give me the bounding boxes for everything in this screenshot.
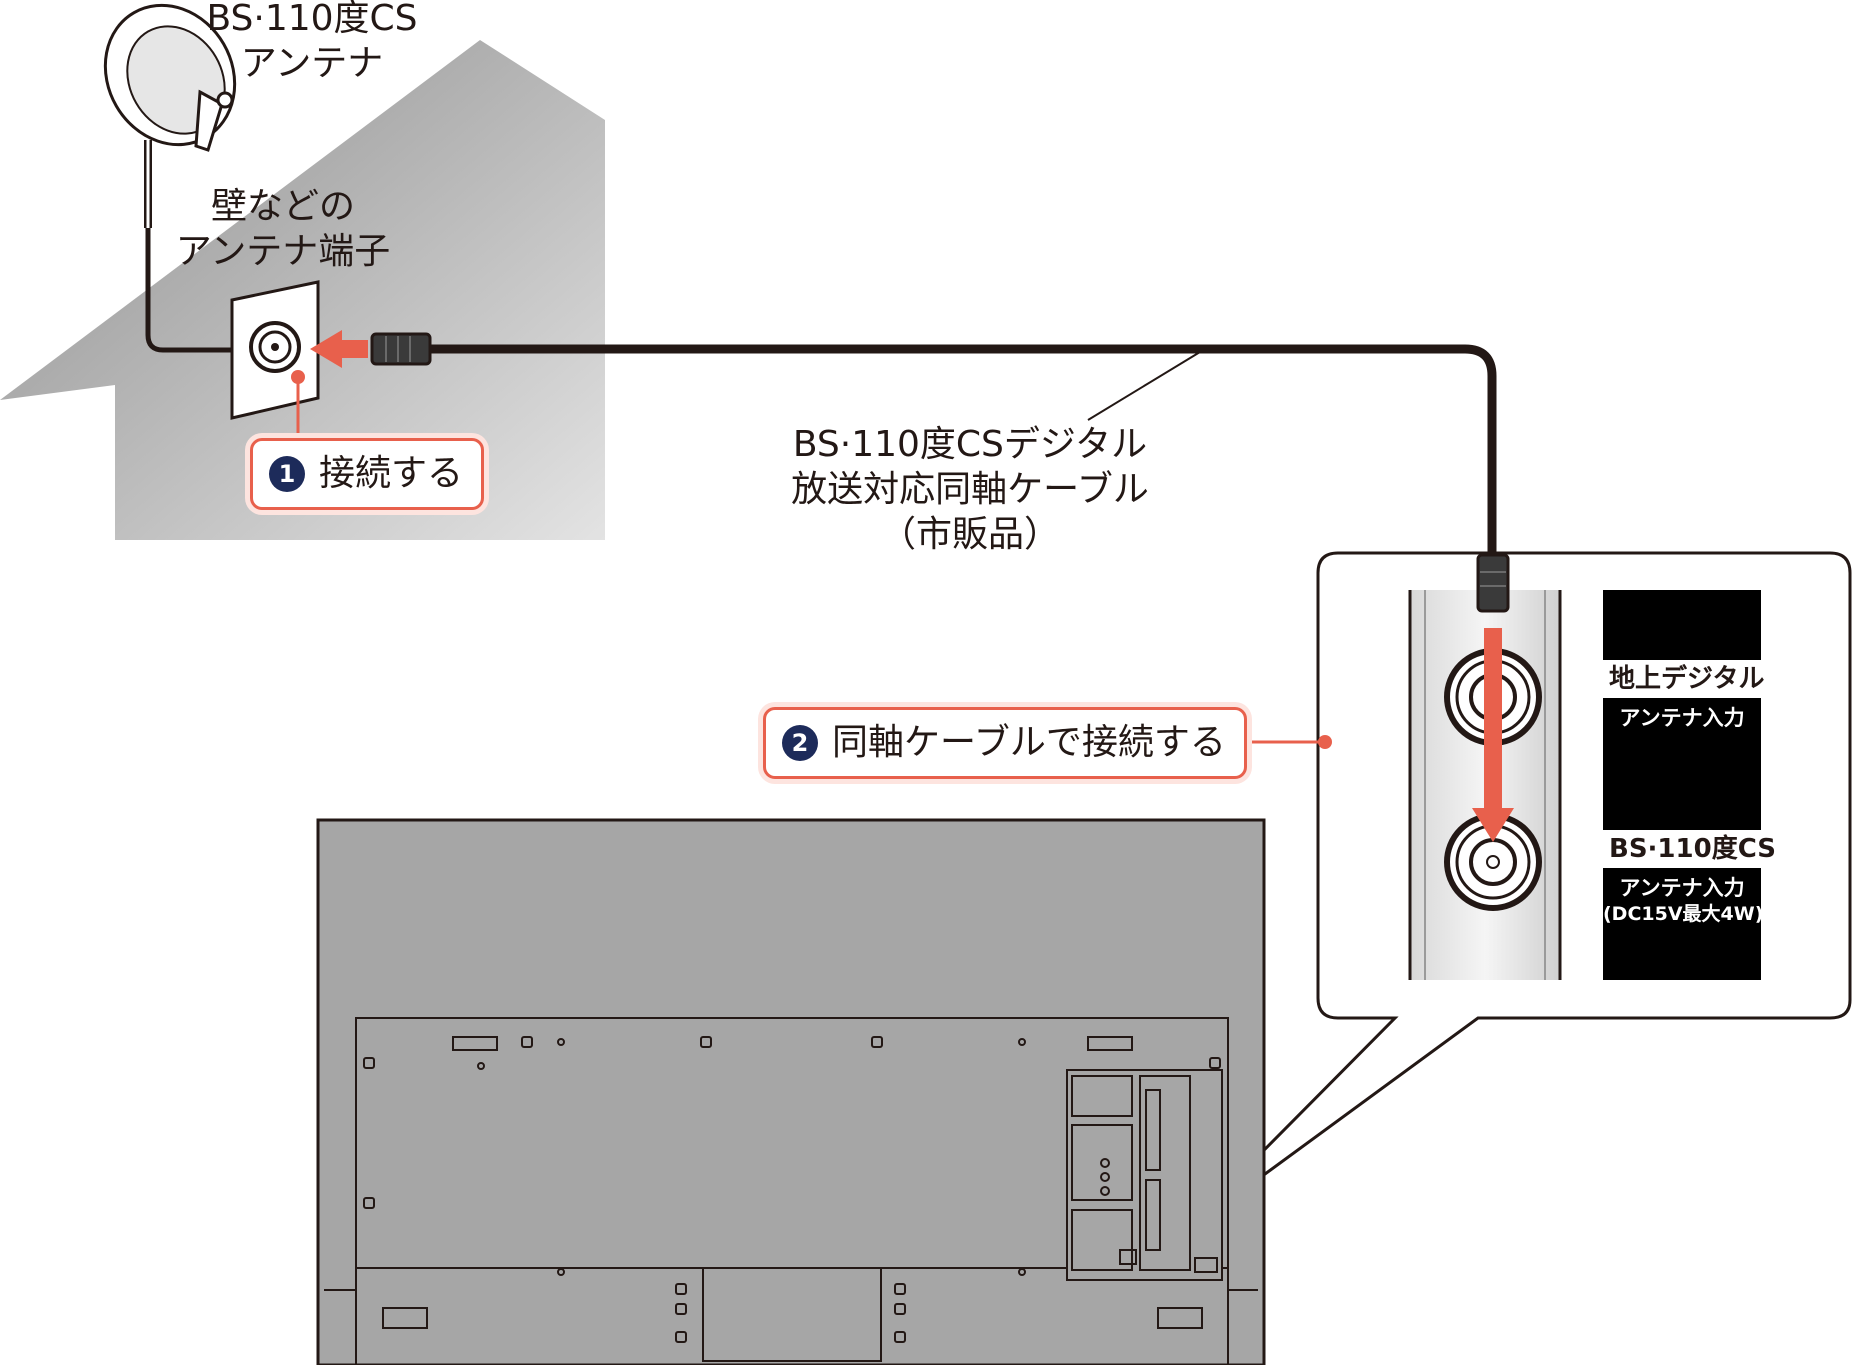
- coaxial-cable: [420, 344, 1497, 560]
- satellite-dish-icon: [103, 3, 237, 228]
- bs-cs-input-label: BS·110度CS アンテナ入力 (DC15V最大4W): [1603, 830, 1782, 926]
- insert-arrow-left-icon: [310, 330, 368, 368]
- terrestrial-sub: アンテナ入力: [1619, 706, 1745, 730]
- wall-label-line2: アンテナ端子: [175, 231, 391, 272]
- antenna-label-line1: BS·110度CS: [206, 0, 418, 39]
- step2-number-badge: 2: [782, 725, 818, 761]
- antenna-label: BS·110度CS アンテナ: [172, 0, 452, 86]
- terminal-label-panel: [1603, 590, 1761, 980]
- antenna-label-line2: アンテナ: [240, 43, 384, 84]
- cable-label-line1: BS·110度CSデジタル: [792, 424, 1148, 465]
- cable-label: BS·110度CSデジタル 放送対応同軸ケーブル （市販品）: [720, 422, 1220, 557]
- insert-arrow-down-icon: [1472, 628, 1514, 842]
- cable-label-line2: 放送対応同軸ケーブル: [791, 469, 1149, 510]
- cable-label-leader: [1087, 351, 1201, 421]
- step1-text: 接続する: [319, 453, 464, 494]
- step1-callout: 1 接続する: [250, 438, 485, 510]
- tv-rear-terminal-area: [1066, 1069, 1223, 1281]
- wall-terminal-label: 壁などの アンテナ端子: [158, 184, 408, 274]
- step1-number-badge: 1: [269, 456, 305, 492]
- step2-text: 同軸ケーブルで接続する: [832, 722, 1226, 763]
- cable-label-line3: （市販品）: [879, 514, 1060, 555]
- cable-plug-tv: [1476, 553, 1510, 613]
- cable-plug-wall: [370, 332, 432, 366]
- wall-antenna-terminal: [230, 280, 320, 420]
- bs-cs-power-note: (DC15V最大4W): [1603, 903, 1764, 925]
- terrestrial-tag: 地上デジタル: [1603, 660, 1771, 698]
- antenna-wire: [145, 228, 235, 353]
- bs-cs-tag: BS·110度CS: [1603, 830, 1782, 868]
- bs-cs-sub: アンテナ入力: [1619, 876, 1745, 900]
- step2-callout: 2 同軸ケーブルで接続する: [763, 707, 1247, 779]
- terrestrial-input-label: 地上デジタル アンテナ入力: [1603, 660, 1771, 732]
- step2-pointer-dot: [1318, 735, 1332, 749]
- bs-cs-antenna-jack: [1444, 813, 1542, 911]
- wall-label-line1: 壁などの: [210, 186, 355, 227]
